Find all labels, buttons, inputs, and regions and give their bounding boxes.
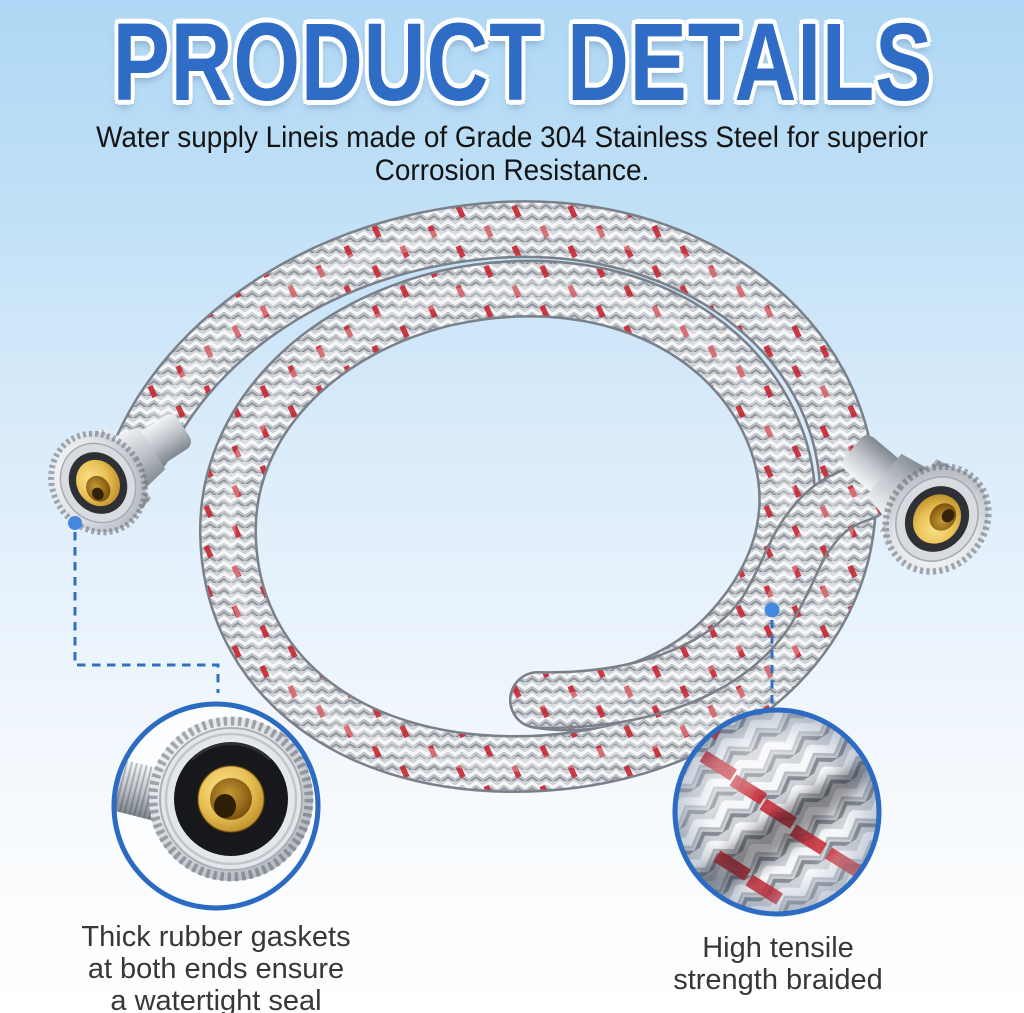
product-description: Water supply Lineis made of Grade 304 St… (36, 121, 988, 187)
caption-line: Thick rubber gaskets (81, 921, 351, 953)
callout-circle-gasket (111, 701, 321, 911)
callout-caption-gasket: Thick rubber gaskets at both ends ensure… (36, 921, 396, 1013)
caption-line: at both ends ensure (87, 953, 345, 985)
description-line-1: Water supply Lineis made of Grade 304 St… (96, 121, 928, 154)
description-line-2: Corrosion Resistance. (374, 154, 650, 187)
callout-connector-gasket (73, 532, 220, 693)
callout-dot-braid (764, 602, 780, 618)
page-title: PRODUCT DETAILS (112, 1, 934, 124)
caption-line: strength braided (673, 964, 883, 996)
callout-caption-braid: High tensile strength braided (598, 932, 958, 996)
caption-line: a watertight seal (110, 985, 322, 1013)
hose-coil (142, 229, 864, 764)
gasket-closeup-icon (148, 716, 314, 882)
callout-circle-braid (672, 707, 882, 917)
caption-line: High tensile (702, 932, 854, 964)
braid-closeup-icon (675, 710, 879, 914)
callout-dot-gasket (68, 516, 82, 530)
